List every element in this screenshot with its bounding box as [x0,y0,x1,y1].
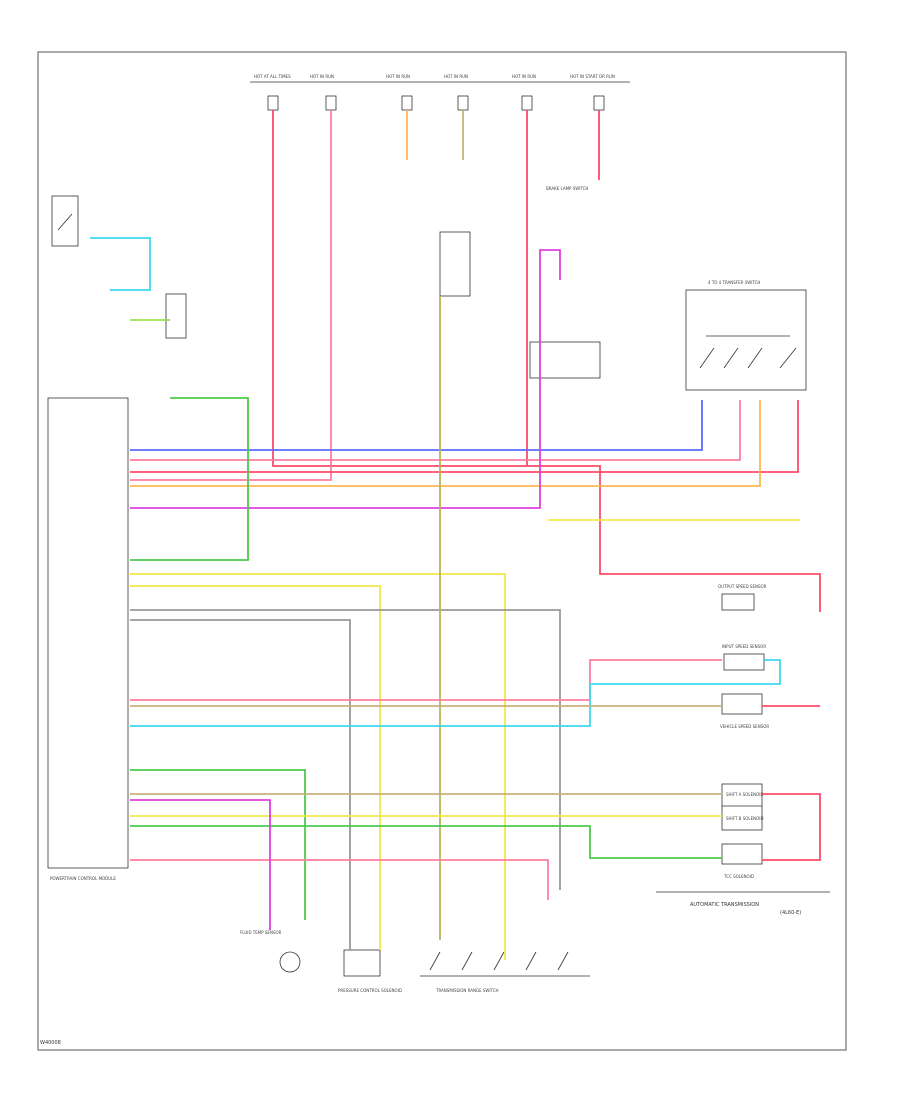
input-speed-sensor [723,653,765,671]
pressure-control-solenoid [343,949,381,977]
diagram-frame [37,51,847,1051]
vss-sensor [721,693,763,715]
wire-orange-row [130,400,761,487]
pcm-label: POWERTRAIN CONTROL MODULE [50,876,116,881]
wire-pink-row [130,400,741,461]
conn-label-1: HOT AT ALL TIMES [254,74,291,79]
wire-red-row [130,400,799,473]
wire-green-3 [130,825,722,859]
top-connector-labels: HOT AT ALL TIMES HOT IN RUN HOT IN RUN H… [254,74,615,79]
fuse-5 [521,95,533,111]
tcc-solenoid [721,843,763,865]
shift-solenoids [721,783,763,831]
relay-module [165,293,187,339]
conn-label-4: HOT IN RUN [444,74,468,79]
range-switch [685,289,807,391]
range-switch-label: 4 TO 4 TRANSFER SWITCH [708,280,760,285]
fuse-4 [457,95,469,111]
wire-magenta-1 [130,249,561,509]
input-speed-label: INPUT SPEED SENSOR [722,644,766,649]
diagram-title-sub: (4L60-E) [780,910,801,916]
wire-cyan-1 [90,237,151,291]
diagram-title: AUTOMATIC TRANSMISSION [690,902,759,908]
fluid-temp-sensor [279,951,301,973]
cruise-switch [51,195,79,247]
center-relay [439,231,471,297]
wire-pink-2 [130,110,332,481]
wire-green-top [130,397,249,561]
fuse-3 [401,95,413,111]
wire-red-sol [762,793,821,861]
tcc-label: TCC SOLENOID [723,874,754,879]
wire-blue-1 [130,400,703,451]
wire-magenta-2 [130,799,271,930]
prnd-switch [420,951,590,977]
pressure-control-label: PRESSURE CONTROL SOLENOID [338,988,402,993]
conn-label-5: HOT IN RUN [512,74,536,79]
conn-label-6: HOT IN START OR RUN [570,74,615,79]
wire-gray-1 [130,609,561,890]
conn-label-3: HOT IN RUN [386,74,410,79]
fluid-temp-label: FLUID TEMP SENSOR [240,930,282,935]
brake-switch-label: BRAKE LAMP SWITCH [546,186,588,191]
shift-a-label: SHIFT A SOLENOID [726,792,764,797]
figure-id: W40008 [40,1040,61,1046]
fuse-6 [593,95,605,111]
wire-cyan-2 [130,659,781,727]
wire-group [90,110,821,960]
wire-yellow-1 [130,573,506,960]
output-speed-label: OUTPUT SPEED SENSOR [718,584,767,589]
wire-pink-3 [130,659,722,701]
conn-label-2: HOT IN RUN [310,74,334,79]
output-speed-sensor [721,593,755,611]
fuse-2 [325,95,337,111]
wire-pink-4 [130,859,549,900]
shift-b-label: SHIFT B SOLENOID [726,816,764,821]
wire-yellow-2 [130,585,381,950]
range-switch-contacts [699,335,797,369]
brake-module [529,341,601,379]
cruise-switch-blade [57,213,73,231]
pcm-block [47,397,129,869]
wire-green-2 [130,769,306,920]
fuse-boxes [267,95,605,111]
wire-gray-2 [130,619,351,950]
vss-label: VEHICLE SPEED SENSOR [720,724,769,729]
fuse-1 [267,95,279,111]
prnd-label: TRANSMISSION RANGE SWITCH [435,988,499,993]
